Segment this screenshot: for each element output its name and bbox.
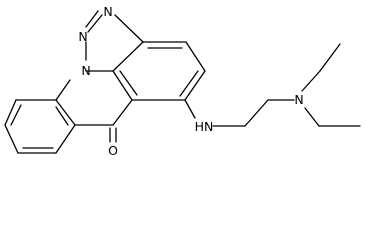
- ketone-oxygen-label: O: [108, 143, 118, 158]
- amine-nh-label: HN: [195, 119, 214, 134]
- bond: [112, 99, 133, 126]
- bond: [184, 99, 196, 119]
- left-benzene-ring: [4, 99, 76, 154]
- bond: [304, 107, 320, 127]
- bond: [55, 79, 71, 101]
- molecule-drawing: N N N O HN N: [4, 4, 361, 158]
- triazole-n2-label: N: [78, 29, 87, 44]
- diethylamine-n-label: N: [294, 92, 303, 107]
- bond: [55, 99, 76, 126]
- bond: [244, 99, 269, 127]
- double-bond-inner: [10, 104, 22, 126]
- bond: [301, 70, 321, 92]
- bond: [185, 41, 206, 72]
- bond: [112, 41, 144, 72]
- triazole-n3-label: N: [81, 63, 90, 78]
- bond: [4, 124, 19, 154]
- atom-labels: N N N O HN N: [78, 4, 303, 158]
- triazole-n1-label: N: [103, 4, 112, 19]
- triazole-ring: [85, 10, 144, 61]
- bond: [112, 70, 133, 101]
- bond: [114, 14, 144, 43]
- right-aromatic-ring: [112, 41, 206, 101]
- central-ring: [55, 70, 133, 143]
- double-bond: [85, 10, 99, 28]
- chemical-structure-canvas: N N N O HN N: [4, 4, 361, 158]
- double-bond-inner: [119, 70, 138, 96]
- bond: [319, 43, 341, 72]
- double-bond-inner: [55, 106, 69, 126]
- bond: [4, 99, 17, 126]
- bond: [55, 124, 76, 154]
- double-bond-inner: [179, 70, 199, 97]
- bond: [184, 70, 206, 101]
- bond: [87, 14, 103, 33]
- aminoethyl-side-chain: [184, 43, 361, 127]
